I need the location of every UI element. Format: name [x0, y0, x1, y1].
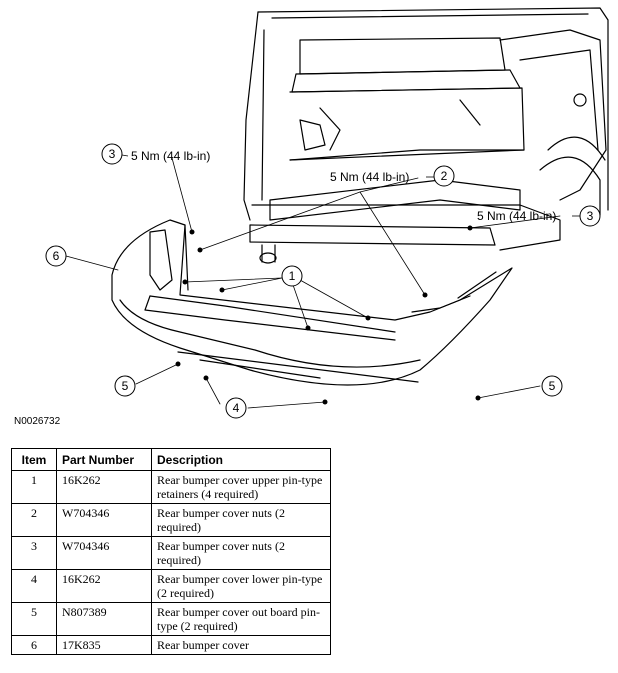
callout-bubble-3-left	[101, 143, 123, 165]
torque-label-upper-left: 5 Nm (44 lb-in)	[131, 149, 210, 163]
column-header-description: Description	[151, 448, 331, 471]
cell-part-number: 17K835	[56, 635, 152, 655]
callout-number: 2	[441, 169, 448, 183]
fastener-dot	[305, 325, 311, 331]
cell-description: Rear bumper cover nuts (2 required)	[151, 503, 331, 537]
parts-table: Item Part Number Description 1 16K262 Re…	[11, 448, 331, 655]
fastener-markers	[175, 225, 481, 405]
callout-number: 5	[122, 379, 129, 393]
cell-item: 2	[11, 503, 57, 537]
rear-bumper-cover-drawing	[111, 219, 513, 386]
callout-bubble-5-right	[541, 375, 563, 397]
fastener-dot	[175, 361, 181, 367]
callout-bubble-1	[281, 265, 303, 287]
leader-lines	[65, 157, 561, 409]
table-row: 6 17K835 Rear bumper cover	[11, 635, 331, 655]
cell-description: Rear bumper cover upper pin-type retaine…	[151, 470, 331, 504]
figure-reference-id: N0026732	[14, 416, 61, 427]
table-row: 3 W704346 Rear bumper cover nuts (2 requ…	[11, 536, 331, 570]
cell-item: 1	[11, 470, 57, 504]
column-header-item: Item	[11, 448, 57, 471]
torque-label-center: 5 Nm (44 lb-in)	[330, 170, 409, 184]
callout-number: 3	[109, 147, 116, 161]
fastener-dot	[475, 395, 481, 401]
callout-bubble-4	[225, 397, 247, 419]
cell-part-number: W704346	[56, 503, 152, 537]
cell-part-number: N807389	[56, 602, 152, 636]
fastener-dot	[467, 225, 473, 231]
cell-item: 6	[11, 635, 57, 655]
fastener-dot	[365, 315, 371, 321]
cell-description: Rear bumper cover nuts (2 required)	[151, 536, 331, 570]
fastener-dot	[422, 292, 428, 298]
cell-item: 4	[11, 569, 57, 603]
cell-description: Rear bumper cover out board pin-type (2 …	[151, 602, 331, 636]
cell-item: 5	[11, 602, 57, 636]
cell-part-number: W704346	[56, 536, 152, 570]
callout-number: 3	[587, 209, 594, 223]
cell-item: 3	[11, 536, 57, 570]
callout-number: 4	[233, 401, 240, 415]
cell-description: Rear bumper cover lower pin-type (2 requ…	[151, 569, 331, 603]
callout-number: 5	[549, 379, 556, 393]
torque-label-right: 5 Nm (44 lb-in)	[477, 209, 556, 223]
table-row: 2 W704346 Rear bumper cover nuts (2 requ…	[11, 503, 331, 537]
vehicle-body-outline	[243, 7, 609, 264]
callout-bubble-5-left	[114, 375, 136, 397]
cell-description: Rear bumper cover	[151, 635, 331, 655]
fastener-dot	[203, 375, 209, 381]
exploded-view-diagram: 5 Nm (44 lb-in) 5 Nm (44 lb-in) 5 Nm (44…	[45, 7, 609, 419]
callout-number: 6	[53, 249, 60, 263]
fastener-dot	[189, 229, 195, 235]
fastener-dot	[182, 279, 188, 285]
fastener-dot	[219, 287, 225, 293]
table-row: 4 16K262 Rear bumper cover lower pin-typ…	[11, 569, 331, 603]
callout-bubble-2	[433, 165, 455, 187]
cell-part-number: 16K262	[56, 569, 152, 603]
table-row: 5 N807389 Rear bumper cover out board pi…	[11, 602, 331, 636]
fastener-dot	[197, 247, 203, 253]
callout-number: 1	[289, 269, 296, 283]
fastener-dot	[322, 399, 328, 405]
cell-part-number: 16K262	[56, 470, 152, 504]
table-row: 1 16K262 Rear bumper cover upper pin-typ…	[11, 470, 331, 504]
callout-bubble-6	[45, 245, 67, 267]
column-header-part-number: Part Number	[56, 448, 152, 471]
table-header-row: Item Part Number Description	[11, 448, 331, 471]
